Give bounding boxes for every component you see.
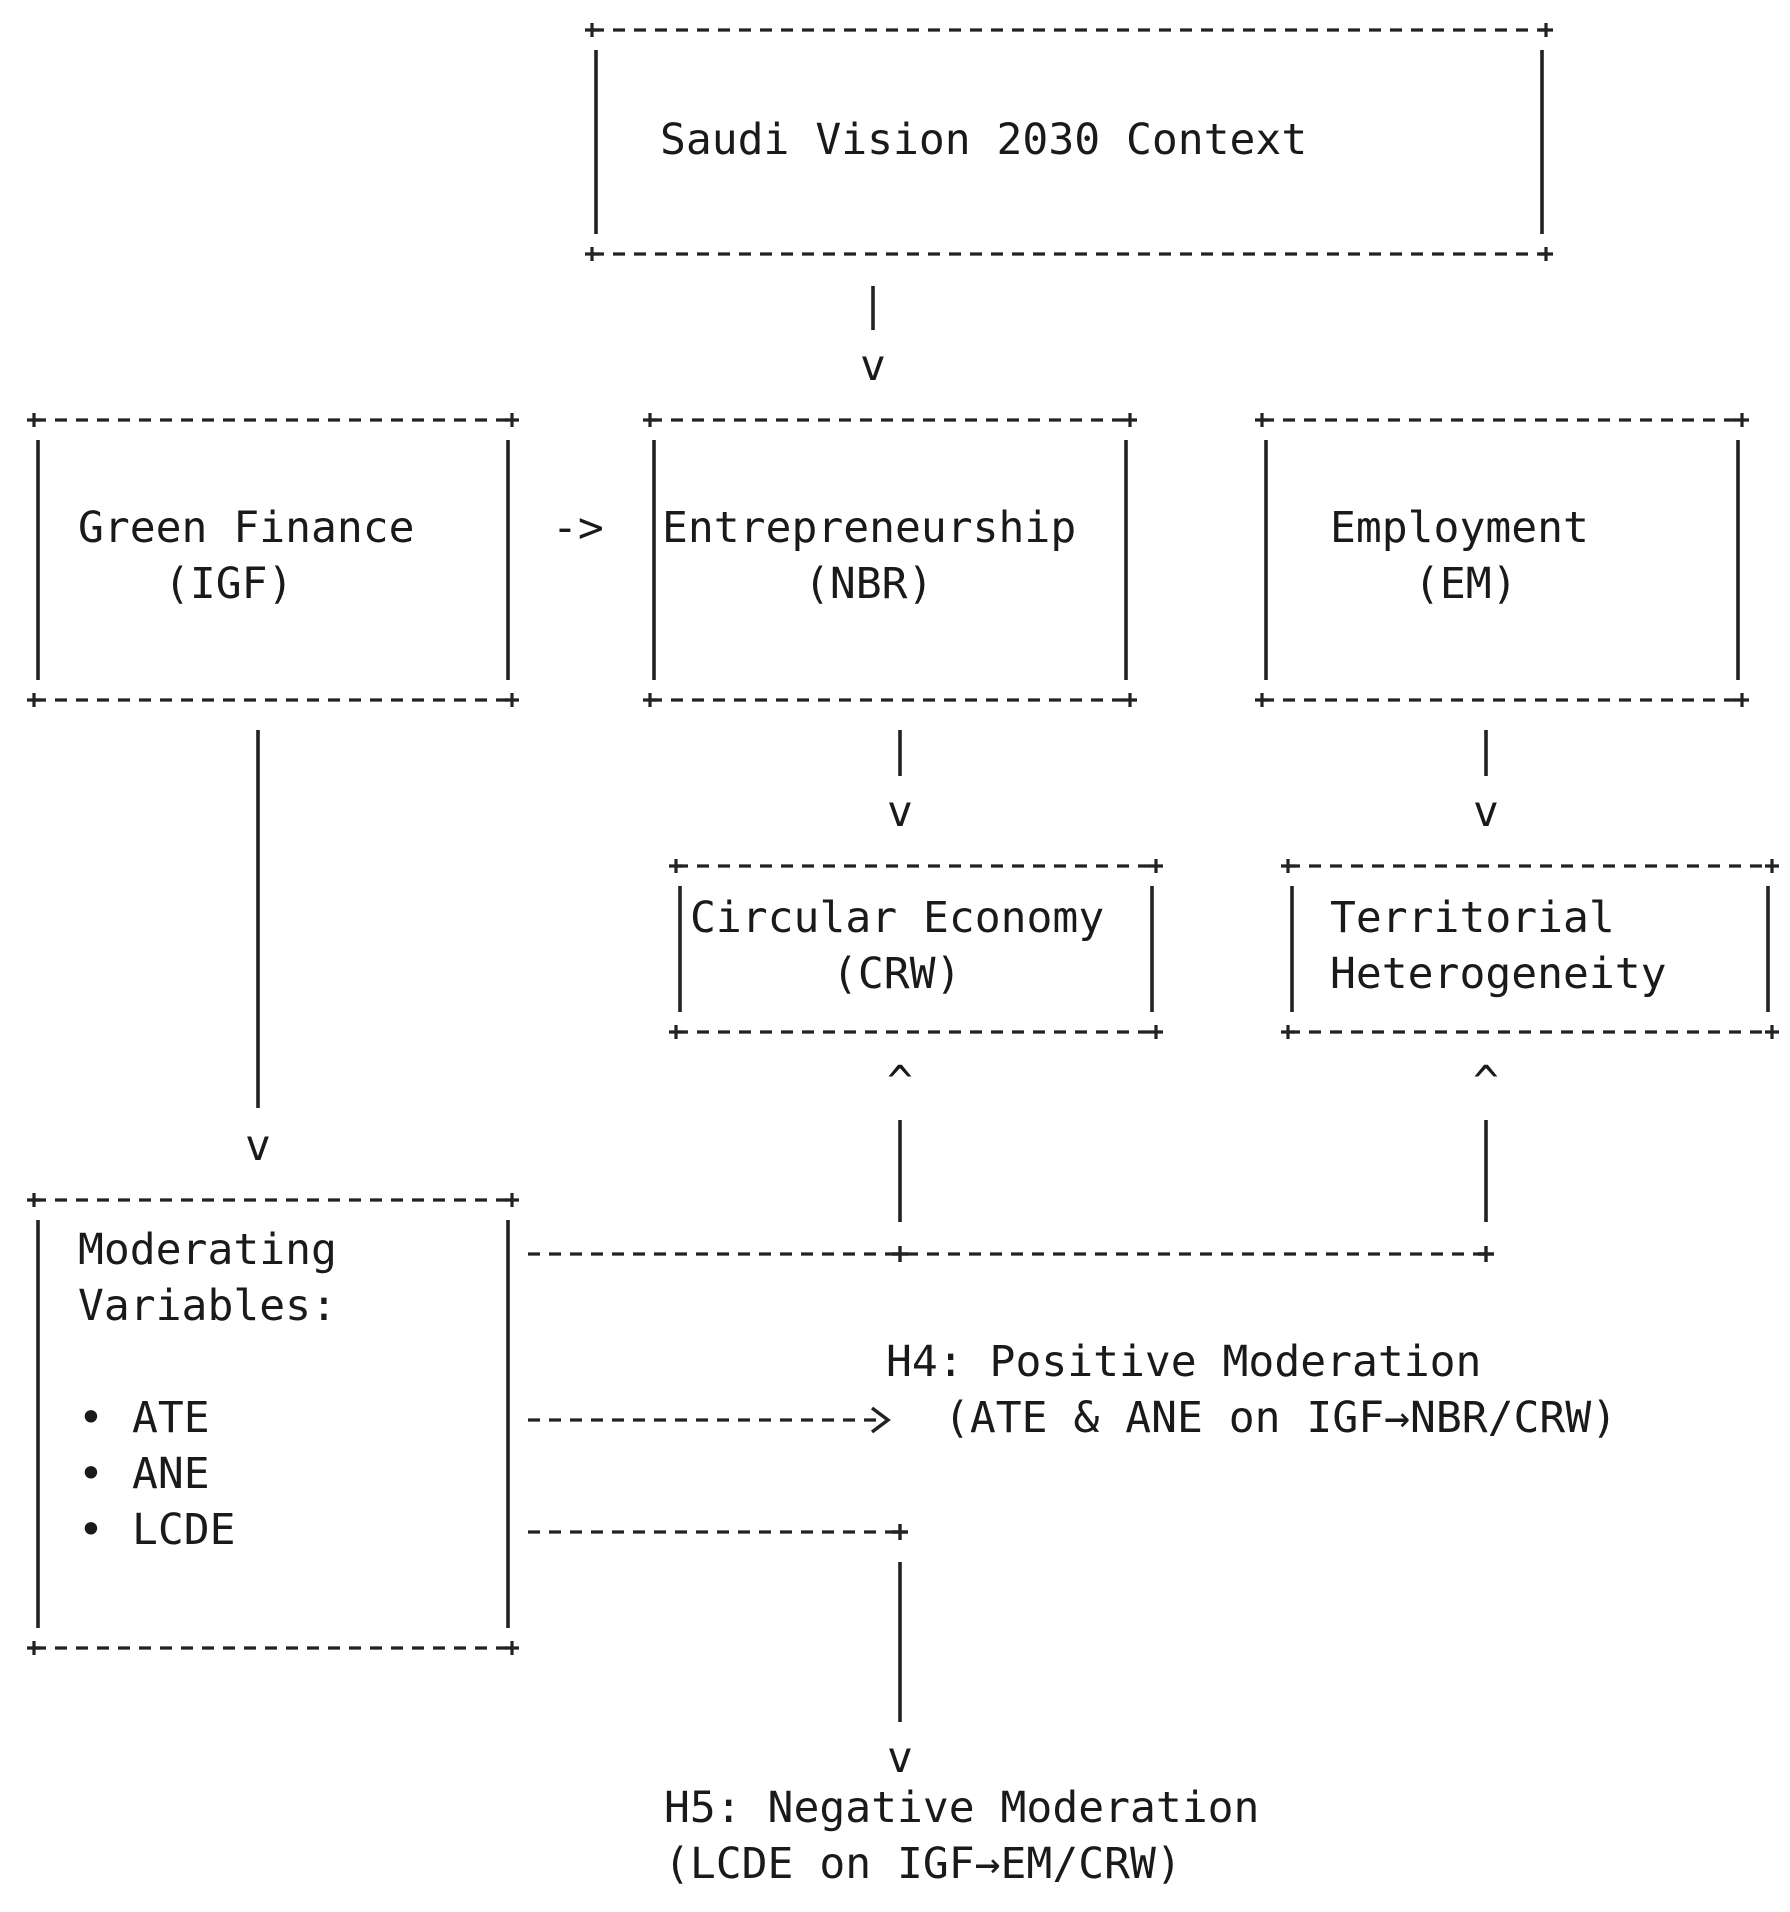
circular-economy-box-corner-0 [669, 859, 683, 873]
junction-0 [892, 1246, 908, 1262]
territorial-box-corner-3 [1765, 1025, 1779, 1039]
circular-economy-box-corner-3 [1149, 1025, 1163, 1039]
bullet-1: • [78, 1393, 104, 1443]
arrow-igf-to-nbr: -> [552, 503, 604, 553]
arrowhead-igf-to-moderating: v [245, 1121, 271, 1171]
arrowhead-to-h5: v [887, 1733, 913, 1783]
circular-economy-box-corner-1 [1149, 859, 1163, 873]
vision-label: Saudi Vision 2030 Context [660, 115, 1308, 165]
arrowhead-em-to-territorial: v [1473, 787, 1499, 837]
circular-economy-box [669, 859, 1163, 1039]
arrowhead-to-h4 [870, 1406, 891, 1434]
moderator-ate: ATE [132, 1393, 210, 1443]
h4-title: H4: Positive Moderation [886, 1337, 1482, 1387]
vision-box-corner-2 [585, 247, 599, 261]
territorial-box [1281, 859, 1779, 1039]
circular-economy-abbr: (CRW) [832, 949, 962, 999]
employment-box [1255, 413, 1749, 707]
employment-box-corner-0 [1255, 413, 1269, 427]
circular-economy-box-corner-2 [669, 1025, 683, 1039]
territorial-label: Territorial [1330, 893, 1615, 943]
moderating-box [27, 1193, 519, 1655]
territorial-box-corner-0 [1281, 859, 1295, 873]
green-finance-box-corner-0 [27, 413, 41, 427]
employment-abbr: (EM) [1414, 559, 1518, 609]
moderating-box-corner-3 [505, 1641, 519, 1655]
moderating-box-corner-2 [27, 1641, 41, 1655]
territorial-box-corner-1 [1765, 859, 1779, 873]
moderating-box-corner-0 [27, 1193, 41, 1207]
moderator-lcde: LCDE [132, 1505, 236, 1555]
green-finance-box-corner-1 [505, 413, 519, 427]
entrepreneurship-box-corner-3 [1123, 693, 1137, 707]
vision-box-corner-3 [1539, 247, 1553, 261]
heterogeneity-label: Heterogeneity [1330, 949, 1667, 999]
entrepreneurship-abbr: (NBR) [804, 559, 934, 609]
arrowhead-vision-to-nbr: v [860, 341, 886, 391]
vision-box-corner-1 [1539, 23, 1553, 37]
bullet-3: • [78, 1505, 104, 1555]
h5-detail: (LCDE on IGF→EM/CRW) [664, 1839, 1182, 1889]
arrowhead-nbr-to-crw: v [887, 787, 913, 837]
employment-label: Employment [1330, 503, 1589, 553]
bullet-2: • [78, 1449, 104, 1499]
employment-box-corner-3 [1735, 693, 1749, 707]
employment-box-corner-2 [1255, 693, 1269, 707]
entrepreneurship-box [643, 413, 1137, 707]
employment-box-corner-1 [1735, 413, 1749, 427]
moderating-box-corner-1 [505, 1193, 519, 1207]
h5-title: H5: Negative Moderation [664, 1783, 1260, 1833]
arrowhead-up-to-crw: ^ [887, 1057, 913, 1107]
entrepreneurship-box-corner-0 [643, 413, 657, 427]
entrepreneurship-label: Entrepreneurship [662, 503, 1077, 553]
vision-box [585, 23, 1553, 261]
h4-detail: (ATE & ANE on IGF→NBR/CRW) [944, 1393, 1618, 1443]
green-finance-box [27, 413, 519, 707]
green-finance-label: Green Finance [78, 503, 415, 553]
territorial-box-corner-2 [1281, 1025, 1295, 1039]
junction-2 [892, 1524, 908, 1540]
arrowhead-up-to-territorial: ^ [1473, 1057, 1499, 1107]
moderator-ane: ANE [132, 1449, 210, 1499]
junction-1 [1478, 1246, 1494, 1262]
moderating-label: Moderating [78, 1225, 337, 1275]
vision-box-corner-0 [585, 23, 599, 37]
green-finance-box-corner-2 [27, 693, 41, 707]
entrepreneurship-box-corner-1 [1123, 413, 1137, 427]
green-finance-box-corner-3 [505, 693, 519, 707]
variables-label: Variables: [78, 1281, 337, 1331]
green-finance-abbr: (IGF) [164, 559, 294, 609]
entrepreneurship-box-corner-2 [643, 693, 657, 707]
circular-economy-label: Circular Economy [690, 893, 1105, 943]
